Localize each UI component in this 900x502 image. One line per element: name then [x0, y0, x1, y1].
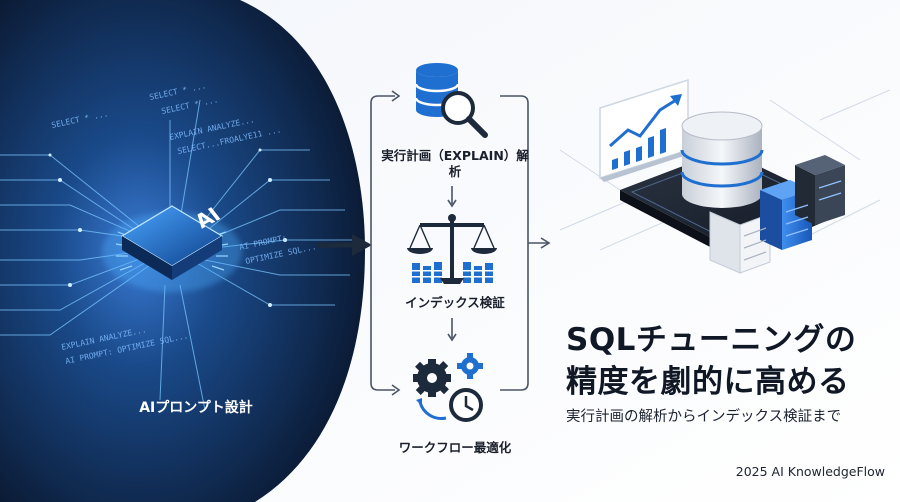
left-caption: AIプロンプト設計 — [139, 400, 253, 416]
step-label-explain: 実行計画（EXPLAIN）解析 — [375, 148, 535, 180]
balance-scale-icon — [407, 214, 497, 284]
workflow-bracket — [370, 90, 551, 396]
step-connectors — [447, 186, 457, 342]
subtitle: 実行計画の解析からインデックス検証まで — [566, 409, 842, 425]
circuit-glow-particles — [48, 148, 287, 307]
headline-line-1: SQLチューニングの — [566, 322, 857, 358]
gears-clock-icon — [413, 353, 483, 422]
ai-chip-icon: AI — [102, 203, 242, 292]
step-label-text: 実行計画（EXPLAIN）解析 — [381, 148, 529, 179]
credit-text: 2025 AI KnowledgeFlow — [735, 464, 885, 479]
database-magnifier-icon — [414, 63, 488, 138]
database-server-illustration — [559, 78, 891, 274]
flow-arrow-icon — [318, 234, 372, 256]
step-label-index: インデックス検証 — [405, 295, 505, 310]
headline-line-2: 精度を劇的に高める — [566, 364, 850, 400]
step-label-workflow: ワークフロー最適化 — [398, 440, 512, 455]
